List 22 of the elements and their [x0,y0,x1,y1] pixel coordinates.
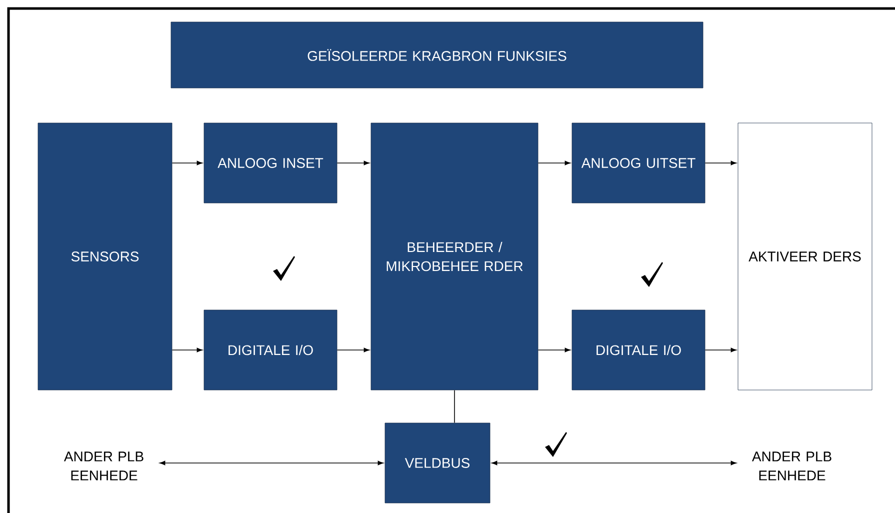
arrow [492,460,736,466]
connector-line [454,390,455,424]
node-label: ANDER PLB EENHEDE [752,452,832,480]
process-box: SENSORS [38,122,172,390]
arrow [172,160,202,166]
process-box: ANLOOG UITSET [572,122,706,204]
process-box: DIGITALE I/O [204,310,338,390]
process-box: AKTIVEER DERS [738,122,872,390]
arrow [538,348,570,352]
arrow [538,160,570,166]
arrow [336,160,370,166]
process-box: ANLOOG INSET [204,122,338,204]
process-box: DIGITALE I/O [572,310,706,390]
title-banner: GEÏSOLEERDE KRAGBRON FUNKSIES [170,22,704,88]
arrow [336,348,370,352]
arrow [172,348,202,352]
process-box: VELDBUS [384,422,490,504]
arrow [704,160,736,166]
node-label: ANDER PLB EENHEDE [64,452,144,480]
arrow [704,348,736,352]
arrow [160,460,384,466]
process-box: BEHEERDER / MIKROBEHEE RDER [370,122,538,390]
